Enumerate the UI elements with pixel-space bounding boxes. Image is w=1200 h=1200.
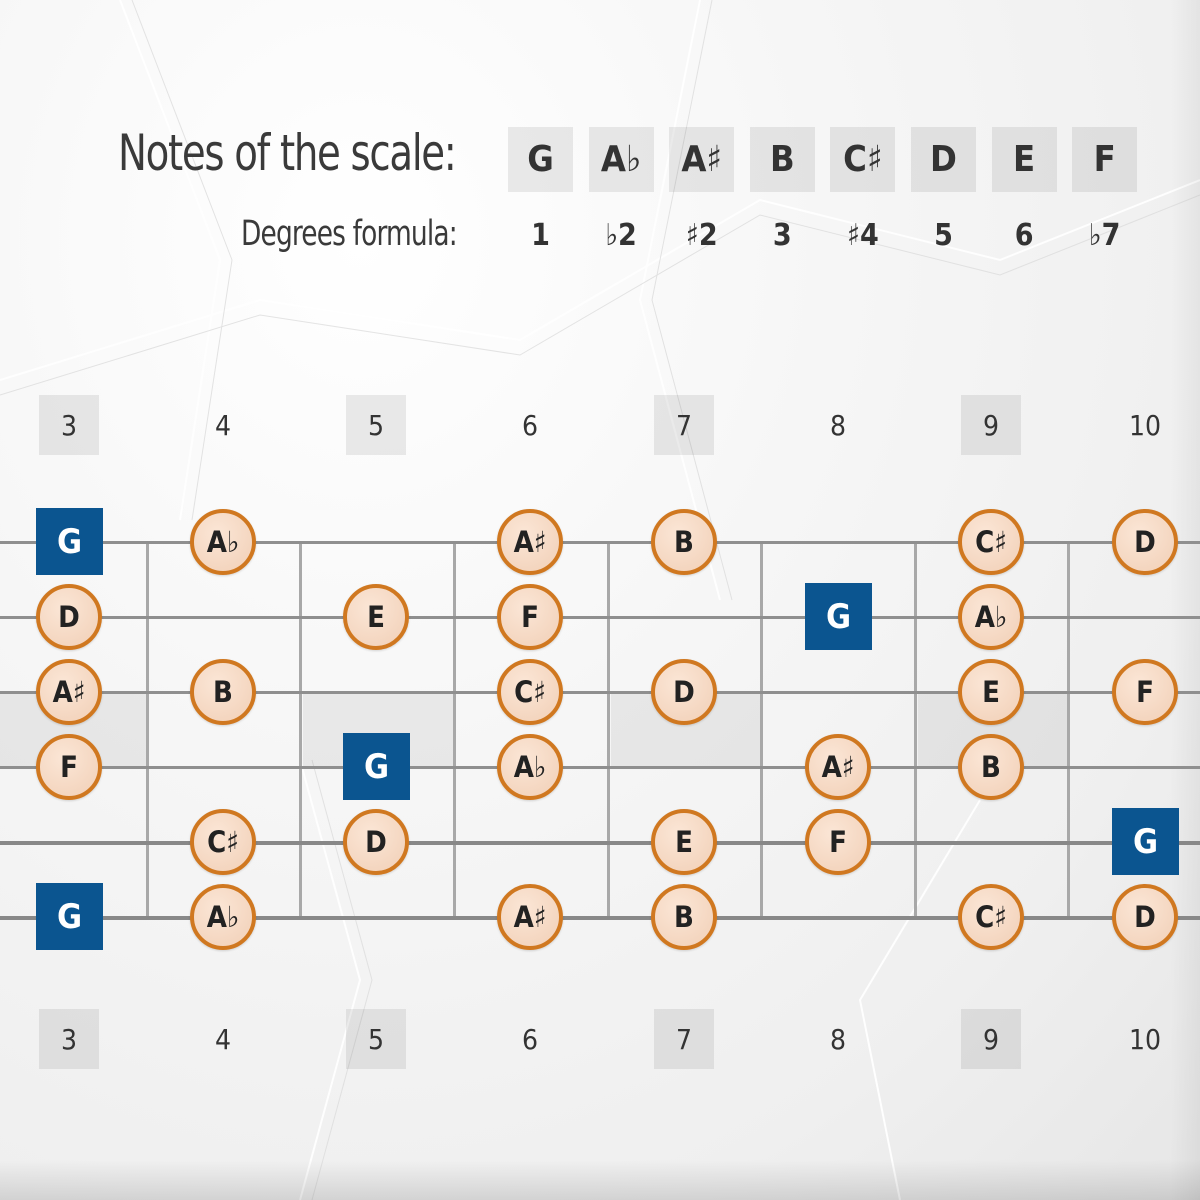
scale-note-marker[interactable]: E (343, 584, 409, 650)
scale-note-marker[interactable]: F (36, 734, 102, 800)
scale-note-marker[interactable]: F (805, 809, 871, 875)
guitar-string-5 (0, 841, 1200, 845)
fret-wire (453, 542, 456, 918)
scale-degree: ♯4 (846, 218, 879, 253)
root-note-marker[interactable]: G (805, 583, 872, 650)
fret-number: 7 (654, 1009, 714, 1069)
scale-note-marker[interactable]: D (1112, 509, 1178, 575)
fret-number: 6 (521, 1022, 539, 1056)
fret-wire (146, 542, 149, 918)
root-note-marker[interactable]: G (36, 508, 103, 575)
guitar-string-1 (0, 541, 1200, 544)
scale-degree: 1 (531, 218, 550, 253)
scale-note-box: G (508, 127, 573, 192)
scale-note-marker[interactable]: C♯ (497, 659, 563, 725)
fret-wire (299, 542, 302, 918)
root-note-marker[interactable]: G (343, 733, 410, 800)
scale-note-marker[interactable]: C♯ (190, 809, 256, 875)
fret-number: 5 (346, 395, 406, 455)
scale-note-marker[interactable]: D (343, 809, 409, 875)
fret-number: 6 (521, 408, 539, 442)
root-note-marker[interactable]: G (36, 883, 103, 950)
scale-note-marker[interactable]: C♯ (958, 884, 1024, 950)
scale-degree: ♭2 (605, 218, 637, 253)
scale-note-marker[interactable]: A♯ (36, 659, 102, 725)
fret-number: 7 (654, 395, 714, 455)
fret-number: 3 (39, 395, 99, 455)
scale-note-marker[interactable]: A♭ (497, 734, 563, 800)
scale-degree: ♭7 (1088, 218, 1121, 253)
scale-degree: 3 (772, 218, 792, 253)
fret-number: 10 (1128, 1022, 1162, 1056)
fret-number: 10 (1128, 408, 1162, 442)
scale-note-marker[interactable]: B (651, 509, 717, 575)
guitar-string-4 (0, 766, 1200, 769)
scale-note-marker[interactable]: A♭ (958, 584, 1024, 650)
scale-note-marker[interactable]: D (1112, 884, 1178, 950)
scale-degree: 6 (1014, 218, 1034, 253)
scale-notes-title: Notes of the scale: (118, 124, 457, 182)
paper-edge-shadow-right (1170, 0, 1200, 1200)
scale-note-marker[interactable]: A♯ (497, 509, 563, 575)
scale-note-marker[interactable]: E (958, 659, 1024, 725)
fret-number: 9 (961, 395, 1021, 455)
scale-note-marker[interactable]: D (36, 584, 102, 650)
root-note-marker[interactable]: G (1112, 808, 1179, 875)
scale-note-box: D (911, 127, 976, 192)
fret-number: 4 (214, 408, 232, 442)
paper-edge-shadow (0, 1160, 1200, 1200)
fret-wire (760, 542, 763, 918)
guitar-string-2 (0, 616, 1200, 619)
guitar-string-3 (0, 691, 1200, 694)
fret-number: 9 (961, 1009, 1021, 1069)
scale-note-marker[interactable]: B (651, 884, 717, 950)
fret-number: 3 (39, 1009, 99, 1069)
fret-wire (914, 542, 917, 918)
fret-number: 4 (214, 1022, 232, 1056)
scale-degree: 5 (934, 218, 953, 253)
scale-note-box: E (991, 127, 1057, 192)
fret-number: 8 (829, 1022, 847, 1056)
guitar-string-6 (0, 916, 1200, 920)
scale-note-marker[interactable]: A♭ (190, 509, 256, 575)
scale-note-marker[interactable]: E (651, 809, 717, 875)
scale-note-box: A♯ (669, 127, 735, 192)
scale-note-marker[interactable]: A♭ (190, 884, 256, 950)
scale-note-marker[interactable]: A♯ (805, 734, 871, 800)
fret-wire (1067, 542, 1070, 918)
scale-note-box: F (1072, 127, 1138, 192)
scale-note-marker[interactable]: B (190, 659, 256, 725)
scale-note-marker[interactable]: A♯ (497, 884, 563, 950)
degrees-formula-title: Degrees formula: (241, 214, 458, 254)
fret-number: 8 (829, 408, 847, 442)
fret-number: 5 (346, 1009, 406, 1069)
scale-note-marker[interactable]: F (497, 584, 563, 650)
scale-note-box: C♯ (830, 127, 896, 192)
scale-note-box: B (749, 127, 815, 192)
scale-note-box: A♭ (588, 127, 654, 192)
scale-note-marker[interactable]: F (1112, 659, 1178, 725)
scale-note-marker[interactable]: B (958, 734, 1024, 800)
scale-degree: ♯2 (685, 218, 718, 253)
scale-note-marker[interactable]: C♯ (958, 509, 1024, 575)
fret-wire (607, 542, 610, 918)
scale-note-marker[interactable]: D (651, 659, 717, 725)
